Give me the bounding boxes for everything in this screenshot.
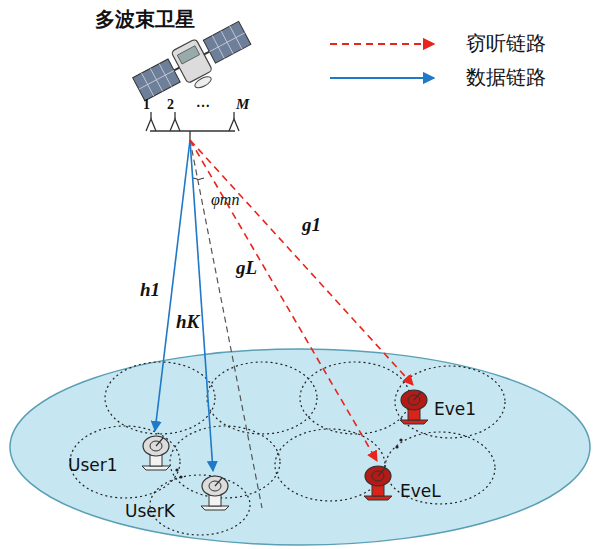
terminal-icon <box>138 432 174 472</box>
data-link <box>190 140 213 471</box>
satellite-node: 多波束卫星 <box>85 2 255 140</box>
user-terminal: UserK <box>125 470 237 526</box>
satellite-icon <box>130 17 258 114</box>
user-terminal: User1 <box>68 430 180 484</box>
terminal-label: Eve1 <box>434 400 476 419</box>
beam-spots <box>70 362 505 535</box>
terminal-label: EveL <box>400 482 441 501</box>
coverage-ground <box>10 349 590 545</box>
eavesdropper-terminal: Eve1 <box>396 384 506 430</box>
antenna-array <box>146 112 239 140</box>
angle-label: φmn <box>211 191 239 209</box>
terminal-icon <box>197 472 233 512</box>
link-label: gL <box>236 258 257 279</box>
eavesdrop-link <box>190 140 413 385</box>
antenna-number: 2 <box>167 97 174 112</box>
angle-arc <box>193 178 204 180</box>
terminal-icon <box>396 386 432 426</box>
antenna-ellipsis: … <box>196 95 210 110</box>
link-label: g1 <box>302 215 321 236</box>
eavesdropper-terminal: EveL <box>360 460 472 512</box>
eavesdrop-legend: 窃听链路 <box>328 30 588 58</box>
link-label: hK <box>176 312 199 333</box>
terminal-label: User1 <box>68 456 118 475</box>
terminal-label: UserK <box>125 502 175 521</box>
boresight-line <box>190 140 262 508</box>
antenna-number: 1 <box>143 97 150 112</box>
data-legend: 数据链路 <box>328 64 588 92</box>
data-link <box>155 140 190 431</box>
legend-text: 窃听链路 <box>466 32 546 54</box>
satellite-title: 多波束卫星 <box>95 8 195 30</box>
link-label: h1 <box>140 280 160 301</box>
antenna-number: M <box>236 96 249 113</box>
terminal-icon <box>360 462 396 502</box>
legend-line-sample <box>328 64 440 92</box>
legend-line-sample <box>328 30 440 58</box>
eavesdrop-link <box>190 140 377 461</box>
legend-text: 数据链路 <box>466 66 546 88</box>
